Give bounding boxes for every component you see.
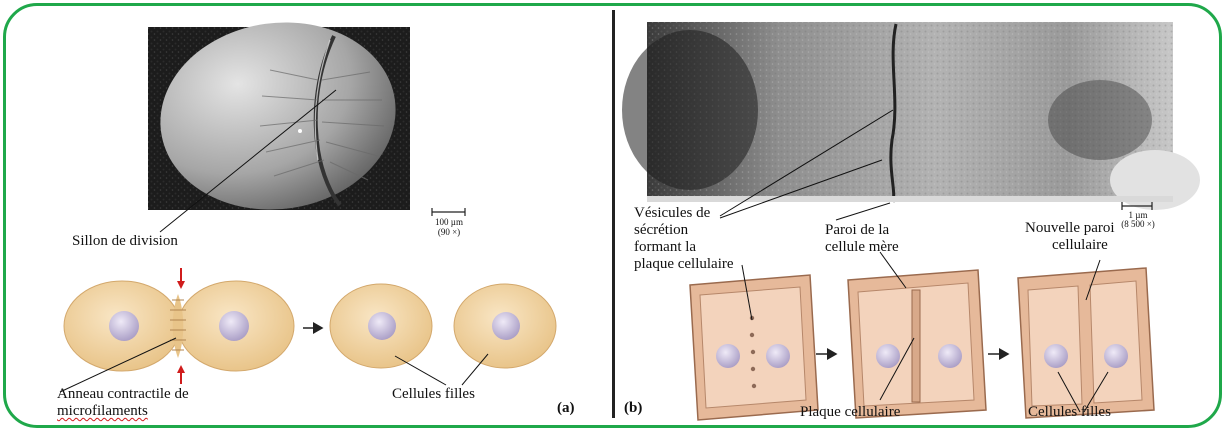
- furrow-label: Sillon de division: [72, 233, 178, 250]
- tem-micrograph: [622, 22, 1200, 210]
- vesicles-label-line4: plaque cellulaire: [634, 256, 734, 273]
- plate-label: Plaque cellulaire: [800, 404, 900, 421]
- vesicles-label-line1: Vésicules de: [634, 205, 710, 222]
- vesicles-label-line3: formant la: [634, 239, 696, 256]
- daughter-animal-cells: [330, 284, 556, 368]
- plant-cell-1: [690, 275, 818, 420]
- panel-b-letter: (b): [624, 400, 642, 417]
- scale-mag-b: (8 500 ×): [1110, 219, 1166, 229]
- daughters-label-b: Cellules filles: [1028, 404, 1111, 421]
- dividing-animal-cell: [64, 281, 294, 371]
- wall-label-line2: cellule mère: [825, 239, 899, 256]
- wall-leader-top: [836, 203, 890, 220]
- panel-a-letter: (a): [557, 400, 575, 417]
- ring-label-line1: Anneau contractile de: [57, 386, 189, 403]
- scale-bar-a: [432, 208, 465, 216]
- scale-mag-a: (90 ×): [426, 227, 472, 237]
- daughters-label-a: Cellules filles: [392, 386, 475, 403]
- ring-label-line2: microfilaments: [57, 403, 148, 420]
- daughters-leader-a1: [395, 356, 446, 385]
- new-wall-label-line2: cellulaire: [1052, 237, 1108, 254]
- plant-cell-3: [1018, 268, 1154, 418]
- new-wall-label-line1: Nouvelle paroi: [1025, 220, 1115, 237]
- panel-divider: [612, 10, 615, 418]
- scale-label-a: 100 µm: [426, 217, 472, 227]
- vesicles-label-line2: sécrétion: [634, 222, 688, 239]
- plant-cell-2: [848, 270, 986, 418]
- sem-micrograph: [148, 7, 410, 224]
- wall-label-line1: Paroi de la: [825, 222, 889, 239]
